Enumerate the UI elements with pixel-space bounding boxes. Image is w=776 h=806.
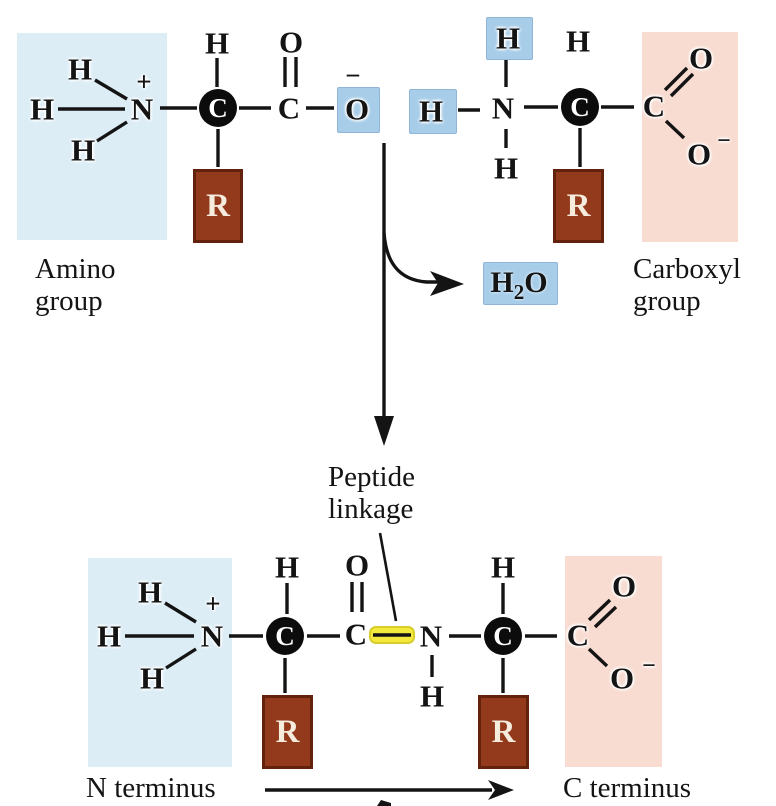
c-terminus-label: C terminus — [563, 772, 692, 804]
aa2-h-below-n: H — [493, 150, 519, 186]
dp2-nitrogen: N — [419, 618, 443, 654]
peptide-linkage-line1: Peptide — [328, 461, 415, 493]
dp1-alpha-carbon: C — [275, 620, 295, 651]
water-molecule-label: H2O — [490, 266, 548, 303]
aa1-carboxyl-carbon: C — [277, 90, 301, 126]
aa2-double-bond-oxygen: O — [688, 40, 714, 76]
aa1-h-bottom: H — [70, 132, 96, 168]
r-group-label: R — [206, 187, 230, 224]
dp2-minus-charge: − — [642, 653, 656, 679]
r-group-box-aa2: R — [553, 169, 604, 243]
dp2-alpha-carbon-disc: C — [484, 617, 522, 655]
aa2-h-amine-top: H — [495, 20, 521, 56]
water-h: H — [490, 266, 514, 299]
aa2-alpha-carbon: C — [570, 91, 590, 122]
dp1-h-top: H — [137, 574, 163, 610]
dp1-plus-charge: + — [205, 588, 221, 619]
carboxyl-group-line2: group — [633, 285, 701, 317]
n-terminus-label: N terminus — [86, 772, 216, 804]
dp1-alpha-carbon-disc: C — [266, 617, 304, 655]
ionized-oxygen-highlight-box — [337, 87, 380, 133]
dp2-ionized-oxygen: O — [609, 660, 635, 696]
water-subscript: 2 — [513, 280, 525, 304]
aa2-h-amine-left: H — [418, 93, 444, 129]
aa2-bonds — [458, 60, 695, 167]
aa2-carboxyl-carbon: C — [642, 88, 666, 124]
down-arrowhead — [374, 416, 394, 446]
c-terminus-highlight-panel — [565, 556, 662, 767]
dp2-h-alpha: H — [490, 549, 516, 585]
aa1-bonds — [58, 57, 334, 167]
carboxyl-group-line1: Carboxyl — [633, 253, 741, 285]
dp2-carboxyl-carbon: C — [566, 617, 590, 653]
aa1-plus-charge: + — [136, 66, 152, 97]
aa2-nitrogen: N — [491, 90, 515, 126]
water-arrowhead — [430, 271, 464, 296]
water-highlight-box — [483, 262, 558, 305]
r-group-box-dp2: R — [478, 695, 529, 769]
amino-group-line2: group — [35, 285, 103, 317]
cropped-text-fragment — [377, 800, 391, 806]
dipeptide-bonds — [125, 582, 618, 693]
aa2-h-alpha: H — [565, 23, 591, 59]
dp1-nitrogen: N — [200, 618, 224, 654]
aa2-alpha-carbon-disc: C — [561, 88, 599, 126]
dp2-double-bond-oxygen: O — [611, 568, 637, 604]
water-branch-arrow — [382, 232, 441, 284]
aa2-minus-charge: − — [717, 128, 731, 154]
carboxyl-group-highlight-panel — [642, 32, 738, 242]
amino-group-highlight-panel — [17, 33, 167, 240]
amino-group-line1: Amino — [35, 253, 116, 285]
r-group-label: R — [566, 187, 591, 224]
peptide-linkage-line2: linkage — [328, 493, 414, 525]
amine-hydrogen-highlight-box-top — [486, 17, 533, 60]
dp1-h-alpha: H — [274, 549, 300, 585]
peptide-linkage-label: Peptide linkage — [328, 461, 415, 525]
peptide-linkage-pointer-line — [378, 532, 398, 622]
dp1-carbonyl-carbon: C — [344, 616, 368, 652]
carboxyl-group-label: Carboxyl group — [633, 253, 741, 317]
amine-hydrogen-highlight-box-left — [409, 89, 457, 134]
dp1-carbonyl-oxygen: O — [344, 547, 370, 583]
dp1-h-bottom: H — [139, 660, 165, 696]
water-o: O — [524, 266, 548, 299]
aa1-h-top: H — [67, 51, 93, 87]
aa1-h-alpha: H — [204, 25, 230, 61]
r-group-box-dp1: R — [262, 695, 313, 769]
r-group-box-aa1: R — [193, 169, 243, 243]
aa1-alpha-carbon-disc: C — [199, 89, 237, 127]
aa1-ionized-oxygen: O — [344, 91, 370, 127]
r-group-label: R — [491, 713, 516, 750]
aa1-minus-charge: − — [345, 60, 361, 91]
aa1-h-left: H — [29, 91, 55, 127]
n-terminus-highlight-panel — [88, 558, 232, 767]
dp1-h-left: H — [96, 618, 122, 654]
dp2-h-below-n: H — [419, 678, 445, 714]
dp2-alpha-carbon: C — [493, 620, 513, 651]
amino-group-label: Amino group — [35, 253, 116, 317]
direction-arrowhead — [488, 780, 514, 800]
aa1-double-bond-oxygen: O — [278, 24, 304, 60]
r-group-label: R — [275, 713, 300, 750]
aa1-alpha-carbon: C — [208, 92, 228, 123]
aa1-nitrogen: N — [130, 91, 154, 127]
aa2-ionized-oxygen: O — [686, 136, 712, 172]
